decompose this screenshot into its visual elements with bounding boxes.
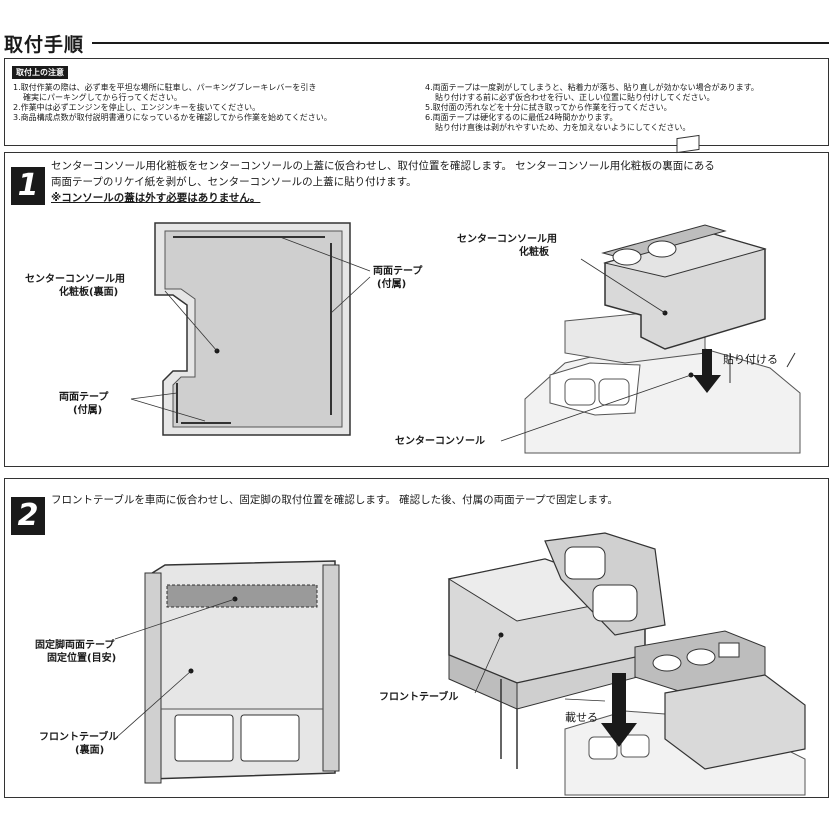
callout-panel-1: センターコンソール用 [457, 234, 557, 245]
callout-panel-back-1: センターコンソール用 [25, 274, 125, 285]
title-rule [92, 42, 829, 44]
callout-leg-tape-2: 固定位置(目安) [47, 653, 117, 664]
step-2-illustration [114, 532, 806, 796]
notes-box: 取付上の注意 1.取付作業の際は、必ず車を平坦な場所に駐車し、パーキングブレーキ… [4, 58, 829, 146]
callout-panel-back-2: 化粧板(裏面) [59, 287, 119, 298]
callout-console: センターコンソール [395, 436, 485, 447]
callout-table-back-1: フロントテーブル [39, 732, 119, 743]
page-title: 取付手順 [4, 34, 85, 56]
callout-place: 載せる [565, 711, 598, 724]
note-4a: 4.両面テープは一度剥がしてしまうと、粘着力が落ち、貼り直しが効かない場合があり… [425, 83, 759, 92]
note-1a: 1.取付作業の際は、必ず車を平坦な場所に駐車し、パーキングブレーキレバーを引き [13, 83, 317, 92]
callout-table-back-2: (裏面) [75, 745, 105, 756]
step-1-box: 1 センターコンソール用化粧板をセンターコンソールの上蓋に仮合わせし、取付位置を… [4, 134, 829, 467]
notes-badge: 取付上の注意 [12, 66, 68, 79]
callout-leg-tape-1: 固定脚両面テープ [35, 640, 115, 651]
callout-tape-right-1: 両面テープ [373, 266, 423, 277]
step-2-box: 2 フロントテーブルを車両に仮合わせし、固定脚の取付位置を確認します。 確認した… [4, 478, 829, 798]
callout-tape-right-2: (付属) [377, 279, 407, 290]
note-5: 5.取付面の汚れなどを十分に拭き取ってから作業を行ってください。 [425, 103, 672, 112]
callout-tape-left-2: (付属) [73, 405, 103, 416]
step-1-number: 1 [11, 167, 45, 205]
callout-attach: 貼り付ける [723, 353, 778, 366]
step-2-line-1: フロントテーブルを車両に仮合わせし、固定脚の取付位置を確認します。 確認した後、… [51, 494, 618, 506]
step-2-number: 2 [11, 497, 45, 535]
console-drawing [524, 134, 801, 454]
step-1-illustration [130, 134, 801, 454]
table-drawing [447, 532, 806, 796]
note-2: 2.作業中は必ずエンジンを停止し、エンジンキーを抜いてください。 [13, 103, 261, 112]
table-back-drawing [144, 560, 340, 784]
callout-panel-2: 化粧板 [519, 247, 549, 258]
step-1-note: ※コンソールの蓋は外す必要はありません。 [51, 192, 261, 204]
callout-tape-left-1: 両面テープ [59, 392, 109, 403]
note-6b: 貼り付け直後は剥がれやすいため、力を加えないようにしてください。 [435, 123, 691, 132]
note-1b: 確実にパーキングしてから行ってください。 [23, 93, 182, 102]
page-title-row: 取付手順 [4, 30, 829, 56]
note-3: 3.商品構成点数が取付説明書通りになっているかを確認してから作業を始めてください… [13, 113, 332, 122]
panel-back-drawing [154, 222, 351, 436]
step-1-line-2: 両面テープのリケイ紙を剥がし、センターコンソールの上蓋に貼り付けます。 [51, 176, 417, 188]
note-4b: 貼り付けする前に必ず仮合わせを行い、正しい位置に貼り付けしてください。 [435, 93, 715, 102]
step-1-line-1: センターコンソール用化粧板をセンターコンソールの上蓋に仮合わせし、取付位置を確認… [51, 160, 715, 172]
callout-table: フロントテーブル [379, 692, 459, 703]
note-6a: 6.両面テープは硬化するのに最低24時間かかります。 [425, 113, 618, 122]
